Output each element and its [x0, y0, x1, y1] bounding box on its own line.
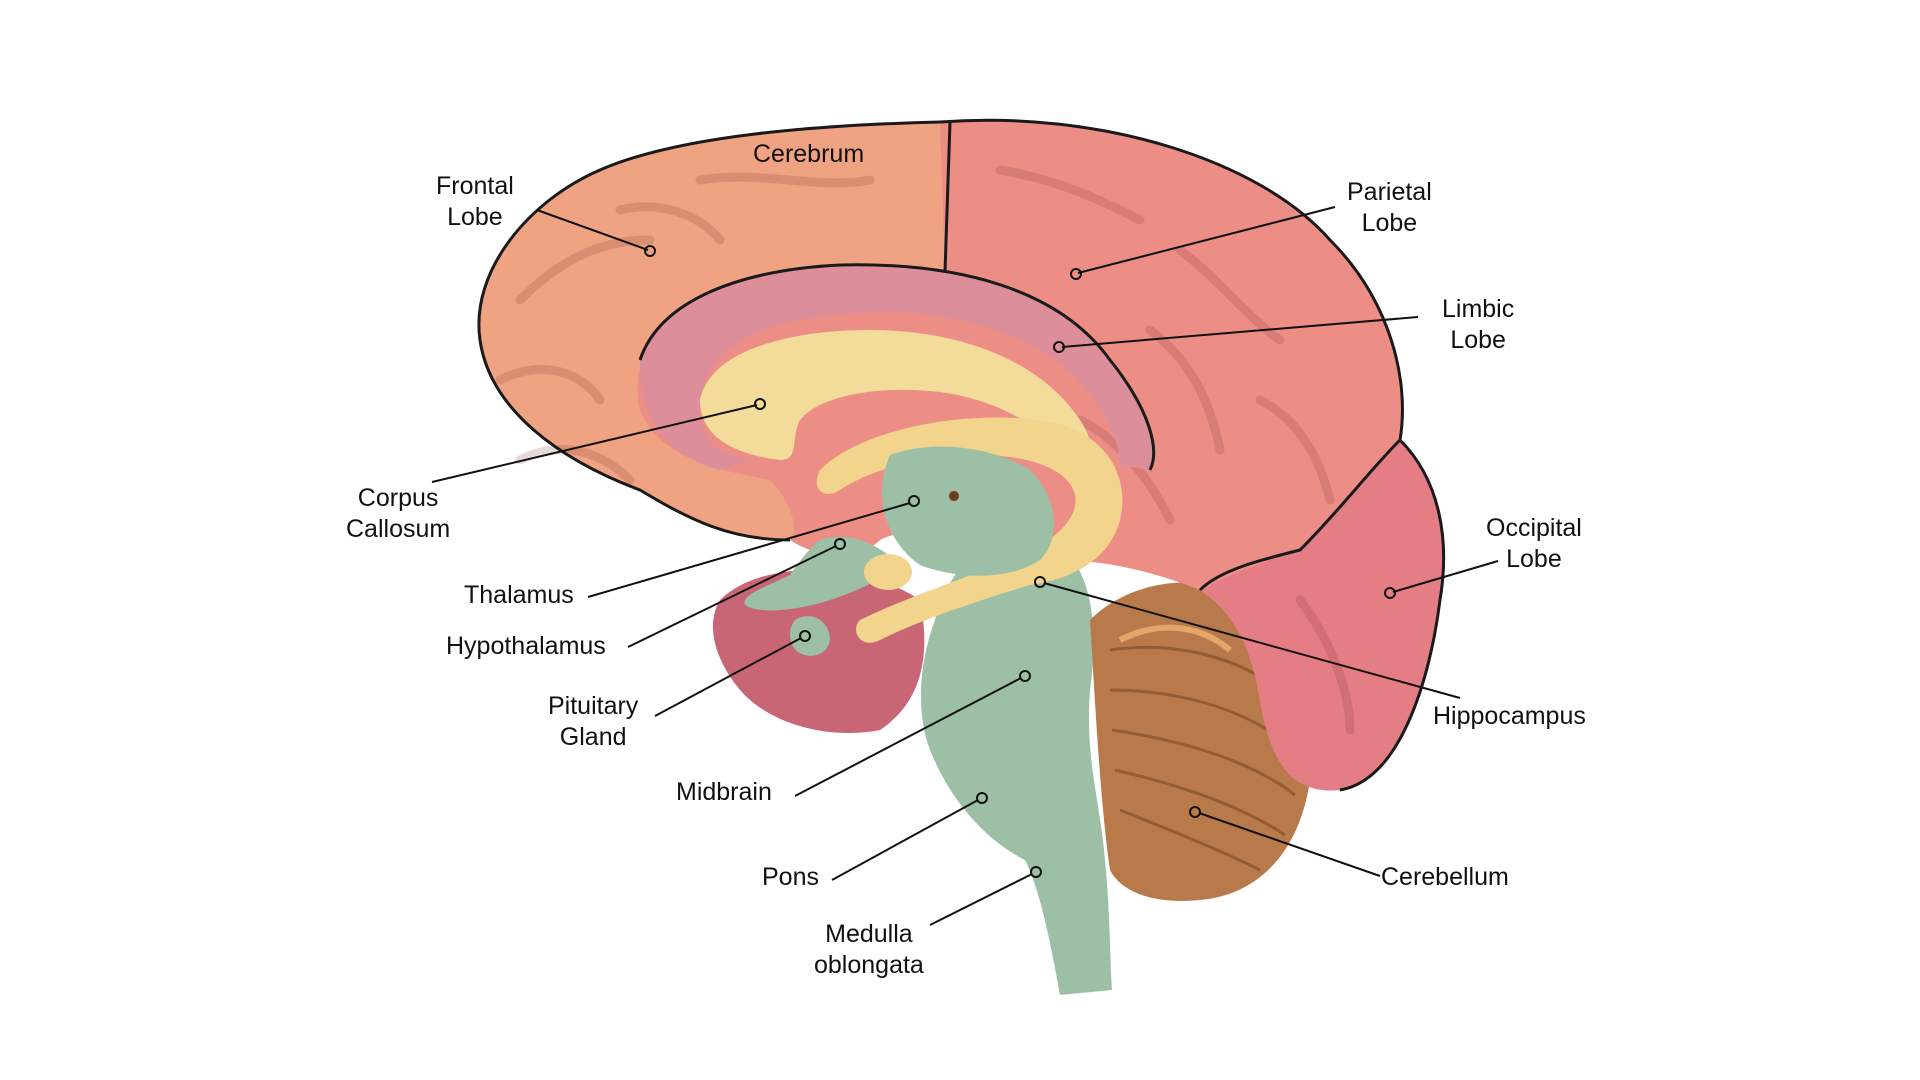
hypothalamus-shape: [744, 536, 900, 611]
label-thalamus: Thalamus: [464, 581, 574, 609]
label-frontal-lobe: Frontal Lobe: [436, 172, 514, 231]
label-midbrain: Midbrain: [676, 778, 772, 806]
label-limbic-lobe: Limbic Lobe: [1442, 295, 1515, 354]
label-cerebellum: Cerebellum: [1381, 863, 1509, 891]
thalamus-shape: [881, 446, 1054, 576]
frontal-lobe-shape: [478, 122, 945, 540]
occipital-divider: [1198, 438, 1402, 592]
mammillary-body: [864, 554, 912, 590]
label-medulla-oblongata: Medulla oblongata: [814, 920, 924, 979]
leader-lines: [431, 206, 1499, 926]
corpus-callosum-shape: [700, 330, 1091, 466]
hippocampus-shape: [816, 417, 1123, 643]
label-occipital-lobe: Occipital Lobe: [1486, 514, 1582, 573]
central-divider: [943, 121, 952, 273]
label-parietal-lobe: Parietal Lobe: [1347, 178, 1432, 237]
thalamus-nucleus-dot: [949, 491, 959, 501]
brainstem-shape: [920, 534, 1112, 995]
label-hippocampus: Hippocampus: [1433, 702, 1586, 730]
limbic-outline: [638, 263, 1156, 471]
gyri-folds: [495, 165, 1355, 735]
label-pons: Pons: [762, 863, 819, 891]
cerebellum-highlight: [1118, 624, 1232, 653]
occipital-lobe-shape: [1200, 440, 1444, 791]
label-pituitary-gland: Pituitary Gland: [548, 692, 639, 751]
limbic-lobe-shape: [640, 264, 1154, 470]
label-corpus-callosum: Corpus Callosum: [346, 484, 451, 543]
label-hypothalamus: Hypothalamus: [446, 632, 606, 660]
label-cerebrum: Cerebrum: [753, 140, 865, 168]
cerebrum-outline: [939, 118, 1446, 792]
frontal-outline: [477, 120, 941, 542]
